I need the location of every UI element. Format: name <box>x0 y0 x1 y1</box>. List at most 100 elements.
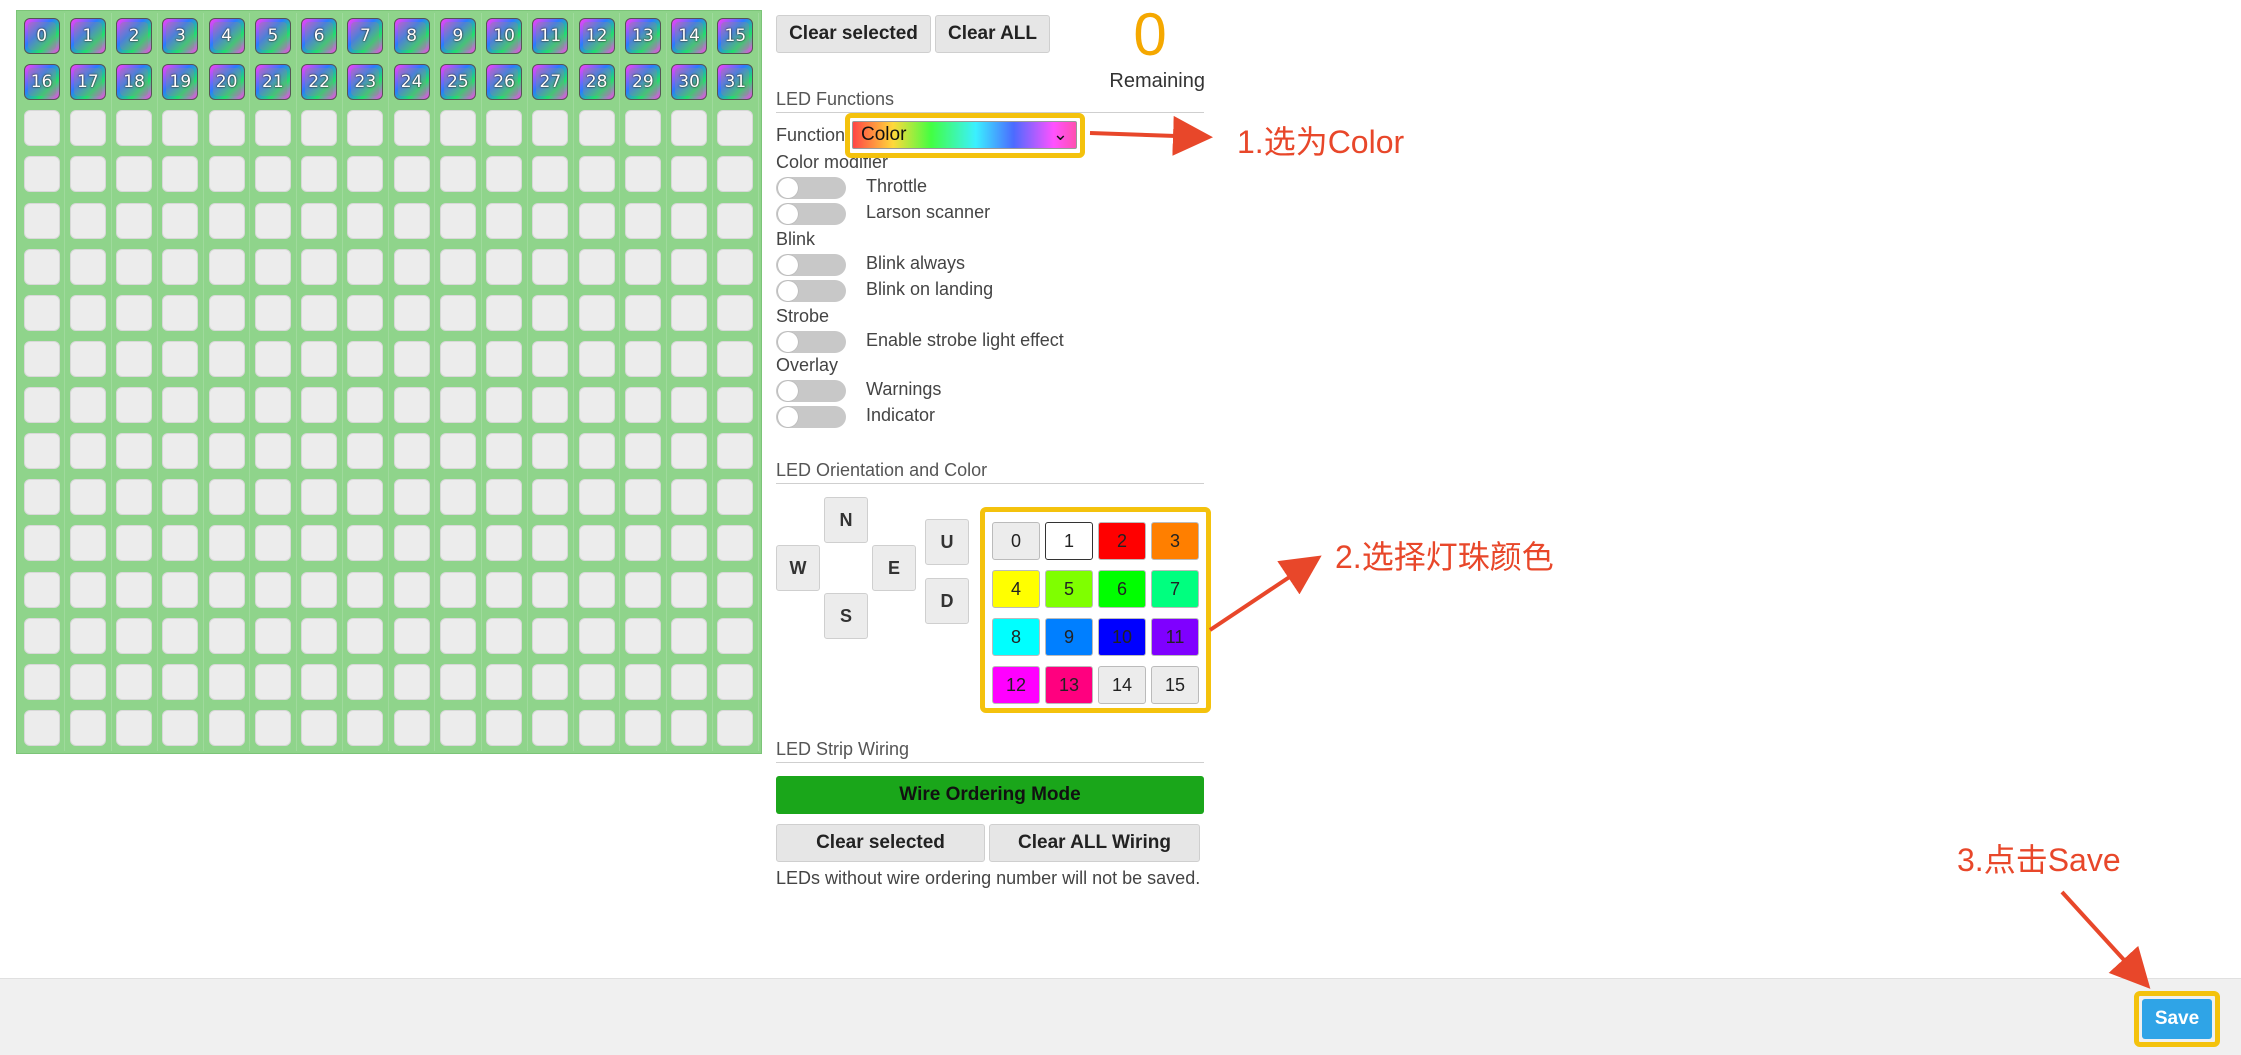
led-cell[interactable] <box>343 428 389 475</box>
led-button[interactable] <box>23 202 60 239</box>
led-cell[interactable] <box>574 520 621 567</box>
wiring-clear-selected-button[interactable]: Clear selected <box>776 824 985 862</box>
led-cell[interactable] <box>528 197 574 244</box>
led-cell[interactable] <box>158 382 204 429</box>
led-button[interactable]: 19 <box>162 64 199 101</box>
led-cell[interactable]: 0 <box>19 13 66 60</box>
led-button[interactable]: 24 <box>393 64 430 101</box>
led-button[interactable] <box>23 387 60 424</box>
led-button[interactable] <box>301 202 338 239</box>
led-button[interactable] <box>254 479 291 516</box>
led-button[interactable] <box>347 663 384 700</box>
led-button[interactable] <box>208 387 245 424</box>
led-button[interactable] <box>439 248 476 285</box>
led-button[interactable] <box>624 617 661 654</box>
led-cell[interactable] <box>574 197 621 244</box>
led-cell[interactable] <box>667 197 713 244</box>
led-button[interactable] <box>116 479 153 516</box>
led-button[interactable] <box>671 387 708 424</box>
led-cell[interactable] <box>112 382 158 429</box>
led-button[interactable] <box>486 202 523 239</box>
led-button[interactable] <box>162 202 199 239</box>
led-button[interactable] <box>624 294 661 331</box>
led-button[interactable] <box>208 433 245 470</box>
led-button[interactable] <box>671 433 708 470</box>
led-button[interactable] <box>671 709 708 746</box>
led-button[interactable] <box>116 617 153 654</box>
led-button[interactable] <box>347 387 384 424</box>
led-button[interactable] <box>624 110 661 147</box>
led-cell[interactable] <box>250 105 297 152</box>
led-cell[interactable] <box>250 243 297 290</box>
led-cell[interactable] <box>204 658 251 705</box>
led-cell[interactable] <box>713 428 759 475</box>
led-cell[interactable] <box>389 428 436 475</box>
led-button[interactable] <box>23 433 60 470</box>
led-button[interactable] <box>69 525 106 562</box>
led-cell[interactable] <box>297 335 343 382</box>
led-button[interactable] <box>301 709 338 746</box>
led-cell[interactable] <box>158 197 204 244</box>
led-button[interactable] <box>254 525 291 562</box>
led-cell[interactable] <box>297 197 343 244</box>
led-cell[interactable]: 24 <box>389 59 436 106</box>
led-button[interactable] <box>717 663 754 700</box>
wire-ordering-button[interactable]: Wire Ordering Mode <box>776 776 1204 814</box>
led-cell[interactable]: 31 <box>713 59 759 106</box>
led-button[interactable] <box>717 617 754 654</box>
led-button[interactable] <box>162 617 199 654</box>
led-cell[interactable] <box>250 335 297 382</box>
led-button[interactable] <box>301 525 338 562</box>
led-button[interactable]: 23 <box>347 64 384 101</box>
led-button[interactable] <box>578 617 615 654</box>
clear-selected-button[interactable]: Clear selected <box>776 15 931 53</box>
led-button[interactable] <box>393 663 430 700</box>
led-cell[interactable]: 7 <box>343 13 389 60</box>
led-button[interactable] <box>439 156 476 193</box>
led-button[interactable] <box>624 433 661 470</box>
color-swatch-button[interactable]: 4 <box>992 570 1040 608</box>
led-cell[interactable] <box>667 335 713 382</box>
led-cell[interactable] <box>713 382 759 429</box>
led-cell[interactable] <box>204 520 251 567</box>
led-cell[interactable] <box>158 704 204 751</box>
led-cell[interactable] <box>250 704 297 751</box>
led-cell[interactable] <box>65 105 112 152</box>
led-button[interactable] <box>69 617 106 654</box>
led-button[interactable] <box>116 709 153 746</box>
led-button[interactable] <box>624 525 661 562</box>
led-button[interactable] <box>671 479 708 516</box>
led-cell[interactable] <box>65 243 112 290</box>
led-cell[interactable]: 13 <box>620 13 667 60</box>
led-button[interactable] <box>624 156 661 193</box>
led-cell[interactable] <box>389 289 436 336</box>
led-button[interactable] <box>532 202 569 239</box>
led-button[interactable]: 2 <box>116 18 153 55</box>
led-button[interactable] <box>162 571 199 608</box>
led-button[interactable] <box>254 433 291 470</box>
led-cell[interactable] <box>19 474 66 521</box>
led-cell[interactable] <box>713 151 759 198</box>
led-cell[interactable] <box>528 658 574 705</box>
led-button[interactable] <box>116 340 153 377</box>
dir-w-button[interactable]: W <box>776 545 820 591</box>
led-cell[interactable] <box>667 289 713 336</box>
led-cell[interactable] <box>65 566 112 613</box>
led-cell[interactable] <box>528 105 574 152</box>
led-cell[interactable] <box>343 704 389 751</box>
led-cell[interactable]: 29 <box>620 59 667 106</box>
led-cell[interactable] <box>482 658 528 705</box>
led-cell[interactable] <box>65 382 112 429</box>
led-button[interactable] <box>69 479 106 516</box>
led-cell[interactable] <box>482 289 528 336</box>
led-cell[interactable]: 2 <box>112 13 158 60</box>
led-button[interactable] <box>69 433 106 470</box>
led-cell[interactable] <box>112 151 158 198</box>
color-swatch-button[interactable]: 7 <box>1151 570 1199 608</box>
led-cell[interactable] <box>389 105 436 152</box>
led-button[interactable] <box>393 571 430 608</box>
strobe-toggle[interactable] <box>776 331 846 353</box>
led-cell[interactable] <box>297 382 343 429</box>
led-button[interactable] <box>486 709 523 746</box>
led-button[interactable] <box>439 709 476 746</box>
